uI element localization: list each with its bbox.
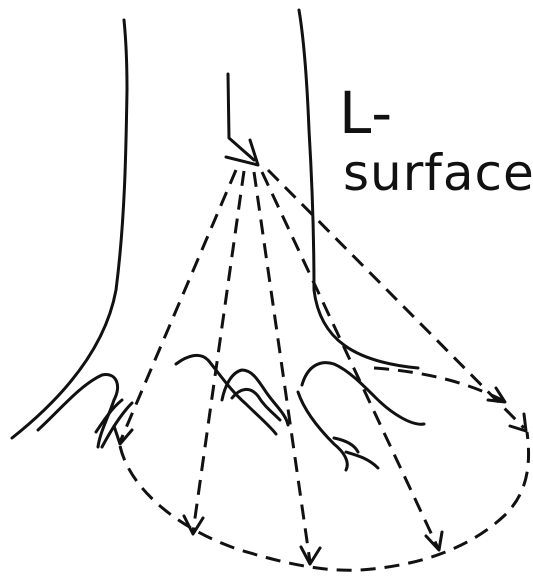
label-line-2: surface bbox=[343, 148, 533, 198]
ray-4 bbox=[262, 172, 438, 548]
root-left-1 bbox=[38, 375, 118, 447]
root-right-2 bbox=[298, 392, 347, 470]
label-line-1: L- bbox=[339, 84, 393, 142]
footprint-ellipse bbox=[120, 432, 529, 570]
incoming-arrow bbox=[228, 74, 254, 160]
root-right-3 bbox=[346, 452, 378, 468]
curved-ray bbox=[374, 368, 502, 400]
arrowhead-4 bbox=[426, 532, 442, 550]
root-right-4 bbox=[334, 438, 358, 452]
ray-3 bbox=[254, 172, 310, 562]
ray-5 bbox=[268, 170, 524, 428]
root-mid-1 bbox=[176, 355, 276, 434]
root-left-2 bbox=[96, 400, 122, 432]
ray-2 bbox=[193, 171, 244, 532]
ray-1 bbox=[120, 170, 236, 442]
